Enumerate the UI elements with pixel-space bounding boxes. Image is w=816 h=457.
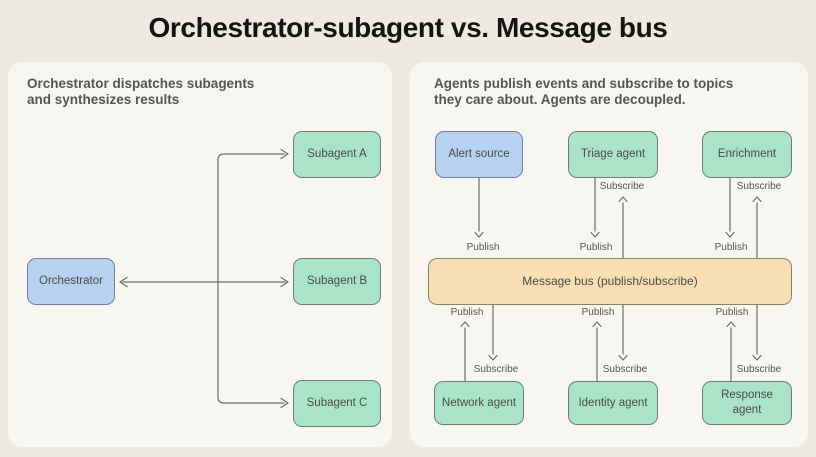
- publish-label: Publish: [450, 307, 484, 318]
- message-bus-pattern-panel: Agents publish events and subscribe to t…: [410, 62, 808, 447]
- publish-label: Publish: [715, 307, 749, 318]
- network-subscribe-arrowhead: [488, 354, 498, 361]
- subscribe-label: Subscribe: [736, 181, 782, 192]
- message-bus-arrows-diagram: [460, 177, 762, 382]
- left-heading-line2: and synthesizes results: [27, 91, 180, 107]
- page-title: Orchestrator-subagent vs. Message bus: [148, 12, 668, 43]
- arrowhead-to-subagent-a: [280, 148, 289, 160]
- node-subagent-b: Subagent B: [293, 258, 381, 305]
- publish-label: Publish: [581, 307, 615, 318]
- subscribe-label: Subscribe: [599, 181, 645, 192]
- node-message-bus: Message bus (publish/subscribe): [428, 258, 792, 305]
- subscribe-label: Subscribe: [473, 364, 519, 375]
- node-triage-agent: Triage agent: [568, 131, 658, 178]
- network-publish-arrowhead: [460, 321, 470, 328]
- node-alert-source: Alert source: [435, 131, 523, 178]
- enrichment-subscribe-arrowhead: [752, 196, 762, 203]
- node-identity-agent: Identity agent: [568, 381, 658, 425]
- node-network-agent: Network agent: [434, 381, 524, 425]
- response-publish-arrowhead: [726, 321, 736, 328]
- arrowhead-to-subagent-c: [280, 397, 289, 409]
- node-response-agent: Response agent: [702, 381, 792, 425]
- left-panel-heading: Orchestrator dispatches subagents and sy…: [27, 76, 254, 107]
- triage-subscribe-arrowhead: [618, 196, 628, 203]
- arrowhead-to-orchestrator: [119, 276, 128, 288]
- enrichment-publish-arrowhead: [725, 231, 735, 238]
- identity-subscribe-arrowhead: [618, 354, 628, 361]
- orchestrator-pattern-panel: Orchestrator dispatches subagents and sy…: [8, 62, 392, 447]
- subscribe-label: Subscribe: [736, 364, 782, 375]
- node-subagent-c: Subagent C: [293, 380, 381, 427]
- subscribe-label: Subscribe: [602, 364, 648, 375]
- identity-publish-arrowhead: [592, 321, 602, 328]
- alert-publish-arrowhead: [474, 231, 484, 238]
- right-heading-line2: they care about. Agents are decoupled.: [434, 91, 686, 107]
- node-orchestrator: Orchestrator: [27, 258, 115, 305]
- arrowhead-to-subagent-b: [280, 276, 289, 288]
- node-enrichment: Enrichment: [702, 131, 792, 178]
- response-subscribe-arrowhead: [752, 354, 762, 361]
- publish-label: Publish: [714, 242, 748, 253]
- publish-label: Publish: [466, 242, 500, 253]
- node-subagent-a: Subagent A: [293, 131, 381, 178]
- orchestrator-arrows-diagram: [119, 148, 289, 409]
- publish-label: Publish: [579, 242, 613, 253]
- right-heading-line1: Agents publish events and subscribe to t…: [434, 76, 734, 91]
- right-panel-heading: Agents publish events and subscribe to t…: [434, 76, 733, 107]
- branch-connector-line: [217, 153, 285, 404]
- left-heading-line1: Orchestrator dispatches subagents: [27, 76, 255, 91]
- triage-publish-arrowhead: [590, 231, 600, 238]
